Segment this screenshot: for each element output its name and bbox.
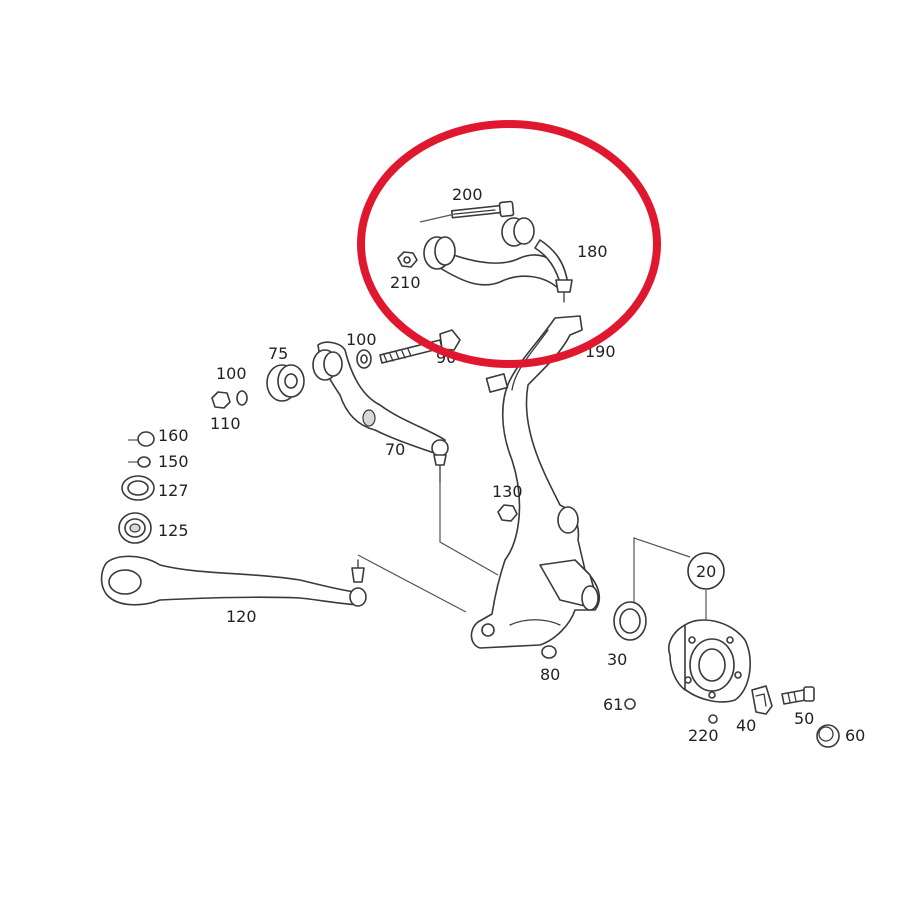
bushing-125 [118, 512, 152, 544]
leader-70-to-knuckle [439, 482, 499, 576]
label-130: 130 [492, 482, 523, 501]
label-70: 70 [385, 440, 405, 459]
steering-knuckle [470, 315, 601, 649]
label-160: 160 [158, 426, 189, 445]
pin-220 [708, 714, 718, 724]
leader-200 [419, 213, 456, 223]
label-100-upper: 100 [346, 330, 377, 349]
washer-100-lower [236, 390, 248, 406]
label-150: 150 [158, 452, 189, 471]
callout-20: 20 [687, 552, 725, 590]
lower-arm-120 [100, 555, 367, 607]
label-40: 40 [736, 716, 756, 735]
upper-arm-180 [423, 217, 573, 303]
label-75: 75 [268, 344, 288, 363]
nut-110 [211, 391, 231, 409]
highlight-circle [357, 120, 661, 368]
label-220: 220 [688, 726, 719, 745]
seal-30 [613, 601, 647, 641]
label-180: 180 [577, 242, 608, 261]
washer-100-upper [356, 349, 372, 369]
label-200: 200 [452, 185, 483, 204]
upper-control-arm-group: 200 180 210 [390, 185, 608, 303]
label-100-lower: 100 [216, 364, 247, 383]
label-210: 210 [390, 273, 421, 292]
nut-130 [497, 504, 518, 522]
label-61: 61 [603, 695, 623, 714]
bolt-50 [781, 686, 815, 705]
nut-210 [397, 251, 418, 268]
washer-150 [128, 456, 151, 468]
hub-20 [668, 619, 751, 703]
washer-61 [624, 698, 636, 710]
cap-60 [816, 724, 840, 748]
leader-120-to-knuckle [357, 554, 467, 613]
clip-40 [751, 685, 773, 715]
label-120: 120 [226, 607, 257, 626]
nut-160 [128, 431, 155, 447]
bushing-75 [266, 364, 305, 402]
label-127: 127 [158, 481, 189, 500]
label-110: 110 [210, 414, 241, 433]
ring-127 [121, 475, 155, 501]
label-125: 125 [158, 521, 189, 540]
label-50: 50 [794, 709, 814, 728]
lower-arm-70 [312, 341, 449, 483]
label-80: 80 [540, 665, 560, 684]
cap-80 [541, 645, 557, 659]
label-20: 20 [696, 562, 716, 581]
label-60: 60 [845, 726, 865, 745]
leader-20 [633, 537, 707, 620]
label-30: 30 [607, 650, 627, 669]
